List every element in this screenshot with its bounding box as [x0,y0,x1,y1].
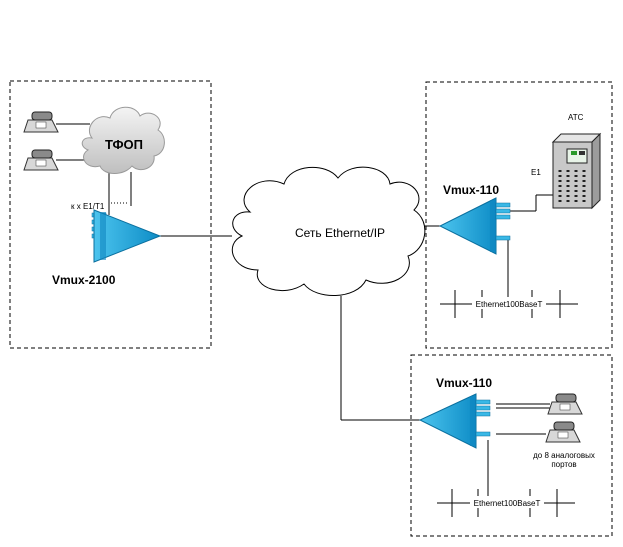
analog-ports-label-line1: до 8 аналоговых [533,451,595,460]
ethernet-label-bottom: Ethernet100BaseT [474,499,541,508]
site-box-top-right [425,81,613,349]
phone-icon [547,393,583,415]
pbx-cabinet-icon [551,132,602,210]
phone-icon [23,149,59,171]
phone-icon [545,421,581,443]
pbx-label: АТС [568,113,584,122]
e1-interfaces-label: к х E1/T1 [71,202,105,211]
ethernet-label-top: Ethernet100BaseT [476,300,543,309]
e1-label: E1 [531,168,541,177]
pstn-label: ТФОП [105,137,143,152]
analog-ports-label-line2: портов [551,460,576,469]
pstn-cloud [81,106,165,174]
network-label: Сеть Ethernet/IP [295,226,385,240]
ethernet-ip-cloud [231,166,426,296]
vmux-2100-label: Vmux-2100 [52,273,116,287]
vmux-110-bottom-label: Vmux-110 [436,376,492,390]
vmux-2100-device [91,209,162,263]
vmux-110-top-label: Vmux-110 [443,183,499,197]
vmux-110-bottom-device [418,393,491,449]
vmux-110-top-device [438,197,511,255]
site-box-bottom-right [410,354,613,537]
site-box-left [9,80,212,349]
phone-icon [23,111,59,133]
